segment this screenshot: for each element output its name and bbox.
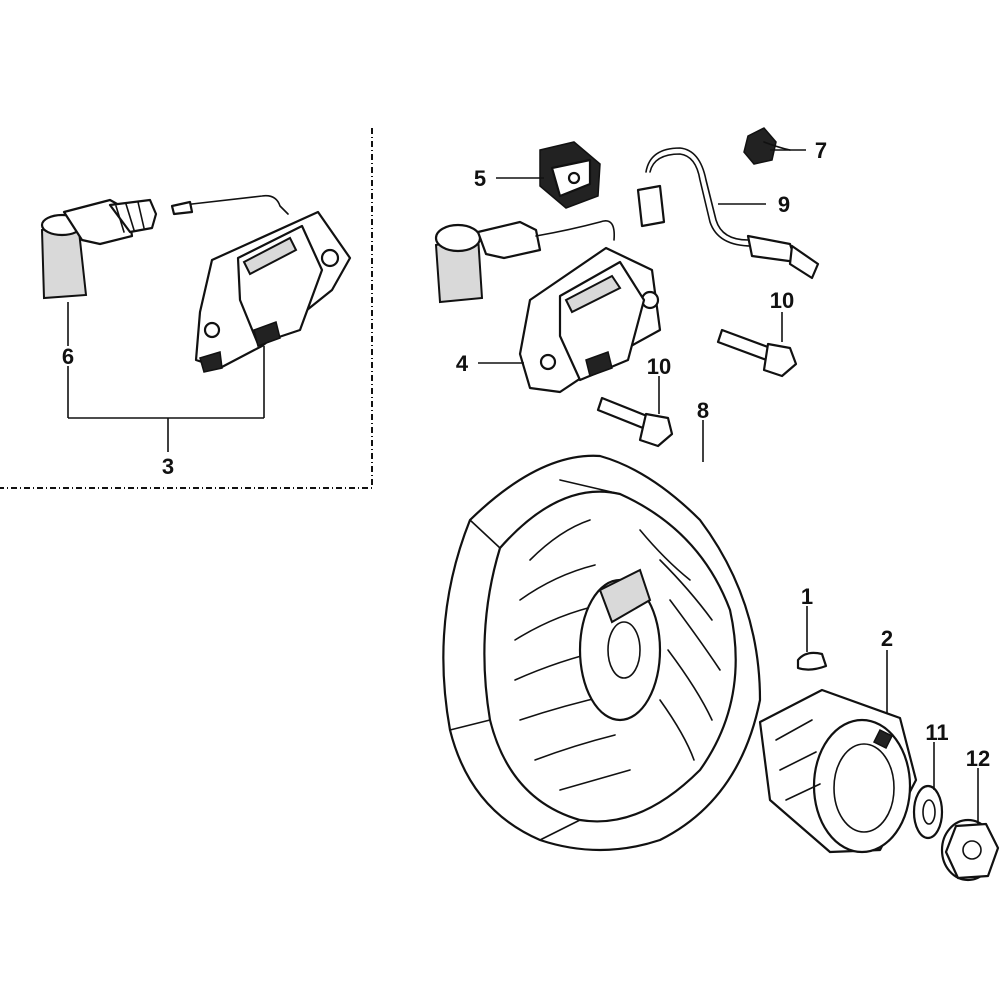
- starter-pulley: [758, 688, 918, 854]
- callout-12: 12: [966, 746, 990, 771]
- ignition-wire: [636, 147, 820, 280]
- ignition-coil: [434, 220, 662, 394]
- flywheel: [442, 454, 762, 852]
- callout-2: 2: [881, 626, 893, 651]
- callout-labels: 1 2 3 4 5 6 7 8 9 10 10 11 12: [62, 138, 990, 771]
- callout-10-lower: 10: [647, 354, 671, 379]
- bolt-lower: [596, 396, 674, 448]
- spark-plug-cap-left: [40, 198, 158, 300]
- callout-3: 3: [162, 454, 174, 479]
- assembly-frame: [0, 128, 373, 489]
- leader-lines: [67, 149, 979, 824]
- spark-plug-cap-5: [539, 141, 601, 209]
- callout-1: 1: [801, 584, 813, 609]
- flange-nut: [940, 818, 1000, 882]
- wire-clamp: [743, 127, 791, 165]
- washer: [912, 784, 944, 840]
- callout-7: 7: [815, 138, 827, 163]
- callout-4: 4: [456, 351, 469, 376]
- ignition-coil-left: [170, 194, 352, 373]
- bolt-upper: [716, 328, 798, 378]
- woodruff-key: [796, 651, 828, 671]
- callout-9: 9: [778, 192, 790, 217]
- callout-10-upper: 10: [770, 288, 794, 313]
- callout-6: 6: [62, 344, 74, 369]
- callout-5: 5: [474, 166, 486, 191]
- callout-11: 11: [925, 720, 948, 745]
- callout-8: 8: [697, 398, 709, 423]
